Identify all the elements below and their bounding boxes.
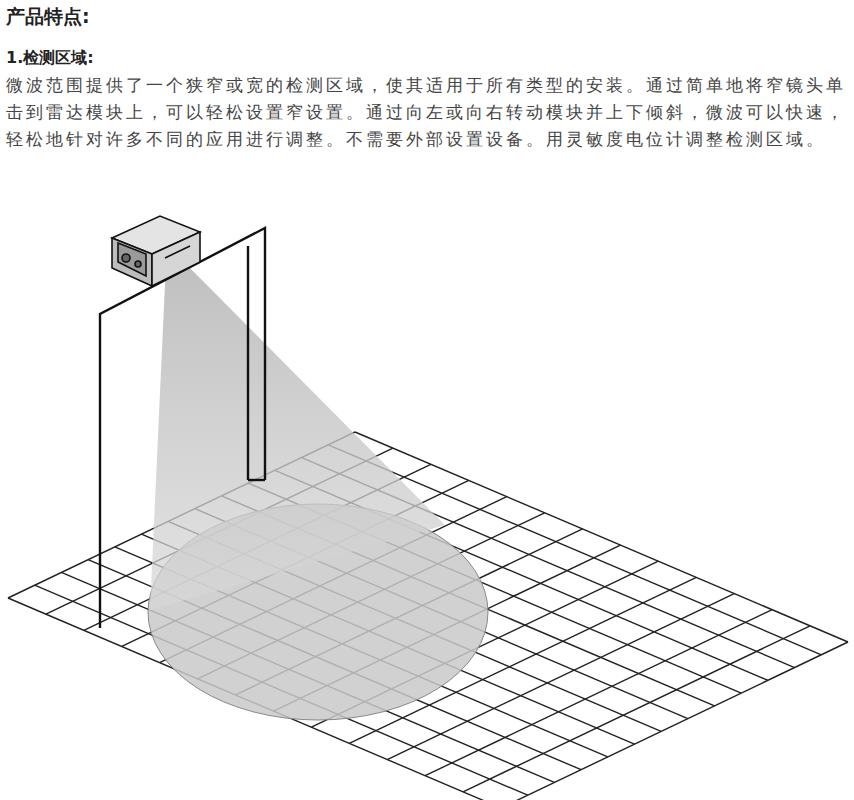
floor-grid xyxy=(8,432,848,800)
door-frame xyxy=(100,228,265,628)
section-heading: 产品特点: xyxy=(6,4,90,30)
microwave-beam xyxy=(150,258,445,610)
description-paragraph: 微波范围提供了一个狭窄或宽的检测区域，使其适用于所有类型的安装。通过简单地将窄镜… xyxy=(6,72,852,153)
subheading: 1.检测区域: xyxy=(6,48,94,69)
radar-module xyxy=(112,216,200,286)
